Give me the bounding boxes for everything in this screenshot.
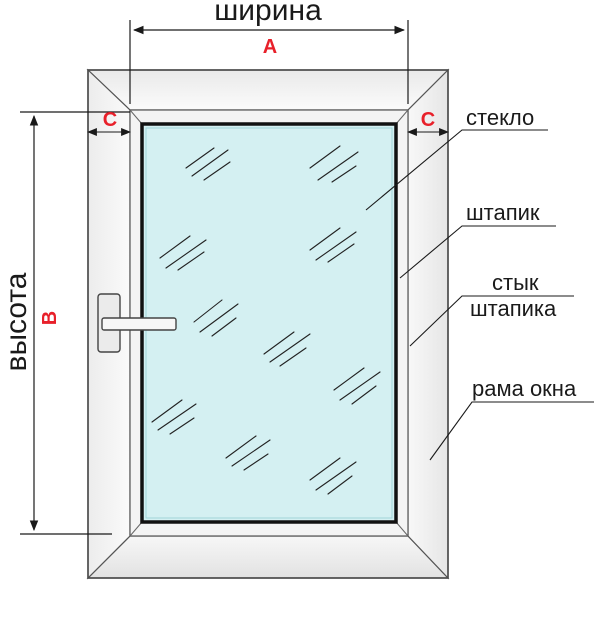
height-letter: B [39, 311, 61, 325]
glass-leader [365, 129, 548, 211]
right-offset-dimension: C [407, 109, 449, 136]
left-offset-dimension: C [87, 109, 131, 136]
bead-joint-label-line1: стык [492, 270, 539, 295]
window-frame-label: рама окна [472, 376, 577, 401]
window-frame-leader [429, 401, 594, 461]
glass-reflection-marks [151, 145, 381, 495]
glass-label: стекло [466, 105, 534, 130]
glass-pane [140, 122, 398, 524]
height-dimension: высота B [0, 111, 130, 535]
left-offset-letter: C [103, 109, 117, 131]
right-offset-letter: C [421, 109, 435, 131]
bead-joint-leader [409, 295, 574, 347]
height-label: высота [0, 272, 33, 371]
width-letter: A [263, 36, 277, 58]
glazing-bead-leader [399, 225, 556, 279]
width-label: ширина [214, 0, 322, 27]
glazing-bead-label: штапик [466, 200, 540, 225]
width-dimension: ширина A [129, 0, 409, 104]
bead-joint-label-line2: штапика [470, 296, 557, 321]
window-handle-icon [97, 293, 177, 353]
callout-leaders [365, 129, 594, 461]
